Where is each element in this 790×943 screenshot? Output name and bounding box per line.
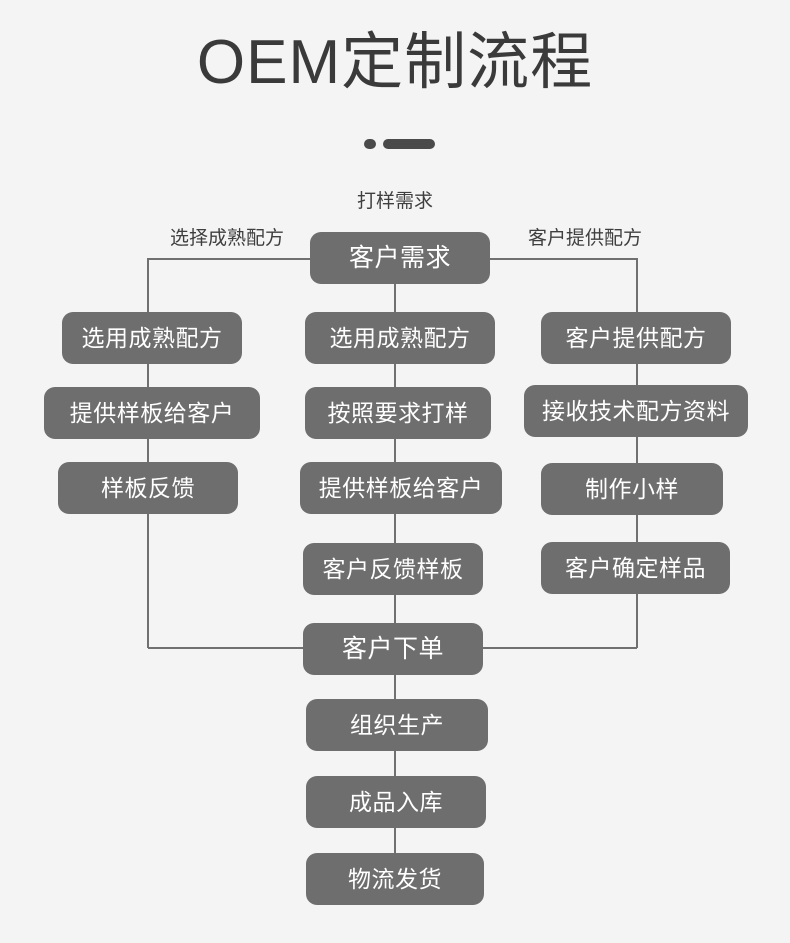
dot-decoration-icon	[364, 139, 376, 149]
flow-node-right-1[interactable]: 接收技术配方资料	[524, 385, 748, 437]
flow-node-merge-2[interactable]: 成品入库	[306, 776, 486, 828]
flow-node-root[interactable]: 客户需求	[310, 232, 490, 284]
branch-label-right: 客户提供配方	[528, 228, 643, 249]
flow-node-left-2[interactable]: 样板反馈	[58, 462, 238, 514]
flow-node-merge-3[interactable]: 物流发货	[306, 853, 484, 905]
title-decoration	[0, 137, 790, 151]
flow-node-merge-1[interactable]: 组织生产	[306, 699, 488, 751]
flow-node-center-1[interactable]: 按照要求打样	[305, 387, 491, 439]
flow-node-center-3[interactable]: 客户反馈样板	[303, 543, 483, 595]
dash-decoration-icon	[383, 139, 435, 149]
flow-node-left-1[interactable]: 提供样板给客户	[44, 387, 260, 439]
flow-node-center-2[interactable]: 提供样板给客户	[300, 462, 502, 514]
flow-node-right-3[interactable]: 客户确定样品	[541, 542, 730, 594]
connector-root-to-left	[147, 258, 310, 648]
branch-label-left: 选择成熟配方	[170, 228, 285, 249]
flow-node-right-0[interactable]: 客户提供配方	[541, 312, 731, 364]
flow-node-right-2[interactable]: 制作小样	[541, 463, 723, 515]
flow-node-center-0[interactable]: 选用成熟配方	[305, 312, 495, 364]
page-title: OEM定制流程	[196, 28, 594, 97]
branch-label-top: 打样需求	[356, 191, 433, 212]
flow-node-merge-0[interactable]: 客户下单	[303, 623, 483, 675]
flow-node-left-0[interactable]: 选用成熟配方	[62, 312, 242, 364]
